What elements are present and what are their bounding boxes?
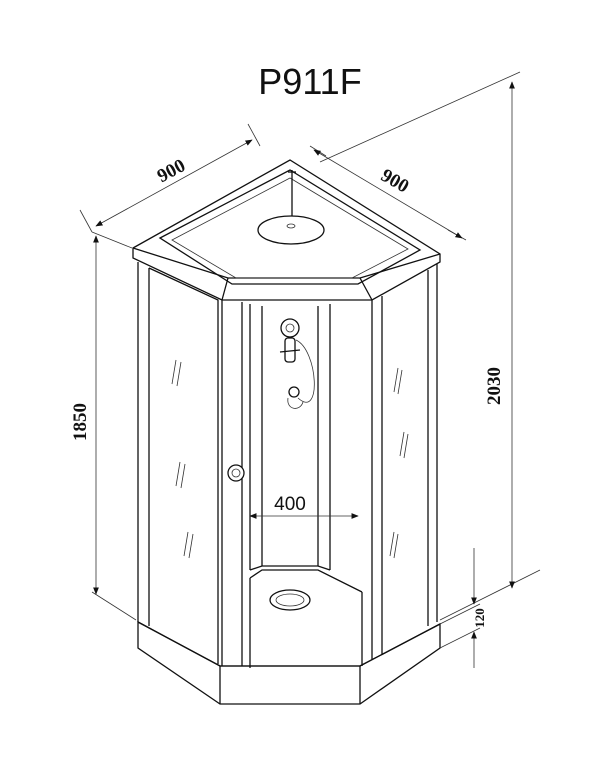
dim-tray-height: 120: [439, 548, 487, 668]
dim-label-height-glass: 1850: [70, 403, 91, 441]
dim-height-glass: 1850: [70, 231, 137, 621]
dim-height-total: 2030: [319, 71, 541, 621]
right-glass-panel: [371, 264, 438, 668]
drain: [269, 589, 311, 611]
dim-label-width-right: 900: [377, 165, 412, 197]
dim-label-tray-height: 120: [472, 608, 487, 628]
mixer-controls: [279, 318, 315, 409]
dim-inner-width: 400: [249, 494, 359, 519]
model-title: P911F: [258, 61, 361, 102]
door-handle: [227, 464, 245, 482]
back-wall: [249, 304, 363, 593]
dim-label-height-total: 2030: [484, 367, 505, 405]
left-glass-panel: [137, 262, 243, 668]
dim-label-width-left: 900: [154, 155, 189, 187]
dim-label-inner-width: 400: [274, 494, 306, 515]
